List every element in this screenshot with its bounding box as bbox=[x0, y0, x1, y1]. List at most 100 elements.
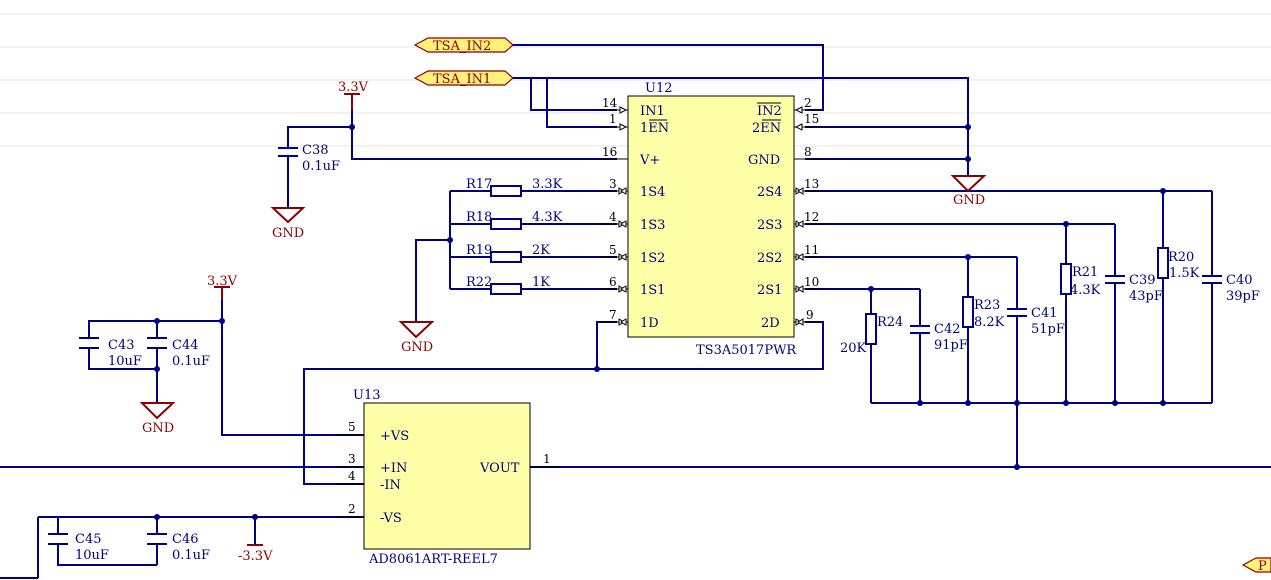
svg-text:R23: R23 bbox=[974, 298, 1000, 313]
svg-text:2S4: 2S4 bbox=[757, 185, 782, 200]
svg-text:GND: GND bbox=[748, 153, 780, 168]
svg-text:2EN: 2EN bbox=[752, 121, 781, 136]
svg-text:V+: V+ bbox=[639, 153, 660, 168]
svg-text:GND: GND bbox=[401, 340, 433, 355]
capacitor-c38[interactable]: C38 0.1uF bbox=[278, 143, 340, 174]
svg-text:1: 1 bbox=[543, 452, 551, 466]
svg-text:2: 2 bbox=[348, 502, 356, 516]
svg-text:7: 7 bbox=[609, 308, 617, 322]
svg-text:IN2: IN2 bbox=[757, 104, 782, 119]
svg-text:8: 8 bbox=[804, 145, 812, 159]
svg-text:6: 6 bbox=[609, 275, 617, 289]
svg-text:9: 9 bbox=[806, 308, 814, 322]
u13-designator: U13 bbox=[353, 388, 381, 403]
u13-ad8061[interactable]: U13 AD8061ART-REEL7 5 3 4 2 1 +VS +IN -I… bbox=[336, 388, 560, 567]
svg-text:C41: C41 bbox=[1031, 306, 1058, 321]
svg-text:16: 16 bbox=[602, 145, 617, 159]
svg-text:1EN: 1EN bbox=[640, 121, 669, 136]
svg-text:1D: 1D bbox=[640, 316, 659, 331]
capacitor-c45[interactable]: C45 10uF bbox=[48, 532, 109, 563]
svg-text:3.3K: 3.3K bbox=[532, 177, 563, 192]
resistor-r18[interactable]: R18 4.3K bbox=[466, 210, 563, 230]
svg-text:GND: GND bbox=[953, 193, 985, 208]
svg-text:GND: GND bbox=[272, 226, 304, 241]
ground-symbol-c38[interactable]: GND bbox=[270, 207, 306, 241]
svg-text:R18: R18 bbox=[466, 210, 492, 225]
resistor-r24[interactable]: R24 20K bbox=[840, 313, 903, 356]
svg-text:4.3K: 4.3K bbox=[1070, 283, 1101, 298]
svg-text:39pF: 39pF bbox=[1226, 289, 1260, 304]
svg-text:1K: 1K bbox=[532, 275, 550, 290]
svg-text:R24: R24 bbox=[877, 315, 903, 330]
svg-text:12: 12 bbox=[804, 210, 819, 224]
port-p-partial[interactable]: P bbox=[1241, 557, 1271, 574]
svg-text:3: 3 bbox=[348, 452, 356, 466]
svg-text:TSA_IN1: TSA_IN1 bbox=[433, 72, 491, 87]
capacitor-c41[interactable]: C41 51pF bbox=[1007, 306, 1065, 337]
svg-text:1S1: 1S1 bbox=[640, 283, 665, 298]
u12-ts3a5017[interactable]: U12 TS3A5017PWR 14 bbox=[600, 81, 822, 358]
svg-text:2: 2 bbox=[804, 96, 812, 110]
svg-text:2S2: 2S2 bbox=[757, 251, 782, 266]
svg-text:3.3V: 3.3V bbox=[338, 80, 369, 95]
junction-dots bbox=[154, 124, 1166, 520]
port-tsa-in1[interactable]: TSA_IN1 bbox=[413, 70, 514, 87]
svg-text:91pF: 91pF bbox=[934, 338, 968, 353]
svg-text:1.5K: 1.5K bbox=[1169, 266, 1200, 281]
svg-text:1S2: 1S2 bbox=[640, 251, 665, 266]
svg-text:4: 4 bbox=[348, 469, 356, 483]
ground-symbol-u12[interactable]: GND bbox=[950, 175, 987, 208]
svg-text:R21: R21 bbox=[1072, 265, 1098, 280]
svg-text:2S1: 2S1 bbox=[757, 283, 782, 298]
svg-text:C39: C39 bbox=[1129, 273, 1156, 288]
port-tsa-in2[interactable]: TSA_IN2 bbox=[413, 37, 514, 54]
resistor-r17[interactable]: R17 3.3K bbox=[466, 177, 563, 197]
svg-text:1S4: 1S4 bbox=[640, 185, 665, 200]
resistor-r21[interactable]: R21 4.3K bbox=[1060, 263, 1101, 298]
svg-text:C44: C44 bbox=[172, 338, 199, 353]
svg-text:GND: GND bbox=[142, 421, 174, 436]
svg-text:0.1uF: 0.1uF bbox=[302, 159, 340, 174]
svg-text:+VS: +VS bbox=[380, 429, 409, 444]
svg-text:51pF: 51pF bbox=[1031, 322, 1065, 337]
svg-text:8.2K: 8.2K bbox=[974, 315, 1005, 330]
capacitor-c43[interactable]: C43 10uF bbox=[79, 337, 142, 369]
svg-text:P: P bbox=[1258, 559, 1267, 574]
svg-text:4.3K: 4.3K bbox=[532, 210, 563, 225]
ground-symbol-resistors[interactable]: GND bbox=[398, 321, 435, 355]
svg-text:C40: C40 bbox=[1226, 273, 1253, 288]
resistor-r19[interactable]: R19 2K bbox=[466, 243, 550, 263]
svg-text:15: 15 bbox=[804, 112, 819, 126]
svg-text:C38: C38 bbox=[302, 143, 329, 158]
ground-symbol-c44[interactable]: GND bbox=[139, 402, 176, 436]
u12-part: TS3A5017PWR bbox=[696, 343, 797, 358]
svg-text:IN1: IN1 bbox=[640, 104, 665, 119]
capacitor-c44[interactable]: C44 0.1uF bbox=[147, 337, 210, 369]
svg-text:10uF: 10uF bbox=[108, 354, 142, 369]
svg-text:TSA_IN2: TSA_IN2 bbox=[433, 39, 491, 54]
resistor-r20[interactable]: R20 1.5K bbox=[1157, 247, 1200, 281]
capacitor-c46[interactable]: C46 0.1uF bbox=[147, 532, 210, 563]
power-neg-3v3[interactable]: -3.3V bbox=[238, 544, 273, 564]
power-3v3-top[interactable]: 3.3V bbox=[338, 80, 369, 110]
svg-text:-3.3V: -3.3V bbox=[238, 549, 273, 564]
u12-designator: U12 bbox=[645, 81, 673, 96]
svg-text:14: 14 bbox=[602, 96, 618, 110]
capacitor-c39[interactable]: C39 43pF bbox=[1105, 273, 1163, 304]
svg-text:11: 11 bbox=[804, 243, 819, 257]
svg-text:C43: C43 bbox=[108, 338, 135, 353]
svg-text:1S3: 1S3 bbox=[640, 218, 665, 233]
resistor-r22[interactable]: R22 1K bbox=[466, 275, 550, 295]
svg-text:2D: 2D bbox=[761, 316, 780, 331]
svg-text:-IN: -IN bbox=[380, 478, 401, 493]
capacitor-c40[interactable]: C40 39pF bbox=[1202, 273, 1260, 304]
svg-text:+IN: +IN bbox=[380, 461, 407, 476]
svg-text:0.1uF: 0.1uF bbox=[172, 354, 210, 369]
capacitor-c42[interactable]: C42 91pF bbox=[910, 322, 968, 353]
resistor-r23[interactable]: R23 8.2K bbox=[962, 296, 1005, 330]
svg-text:0.1uF: 0.1uF bbox=[172, 548, 210, 563]
svg-text:C42: C42 bbox=[934, 322, 961, 337]
svg-text:2K: 2K bbox=[532, 243, 550, 258]
power-3v3-left[interactable]: 3.3V bbox=[207, 274, 238, 300]
